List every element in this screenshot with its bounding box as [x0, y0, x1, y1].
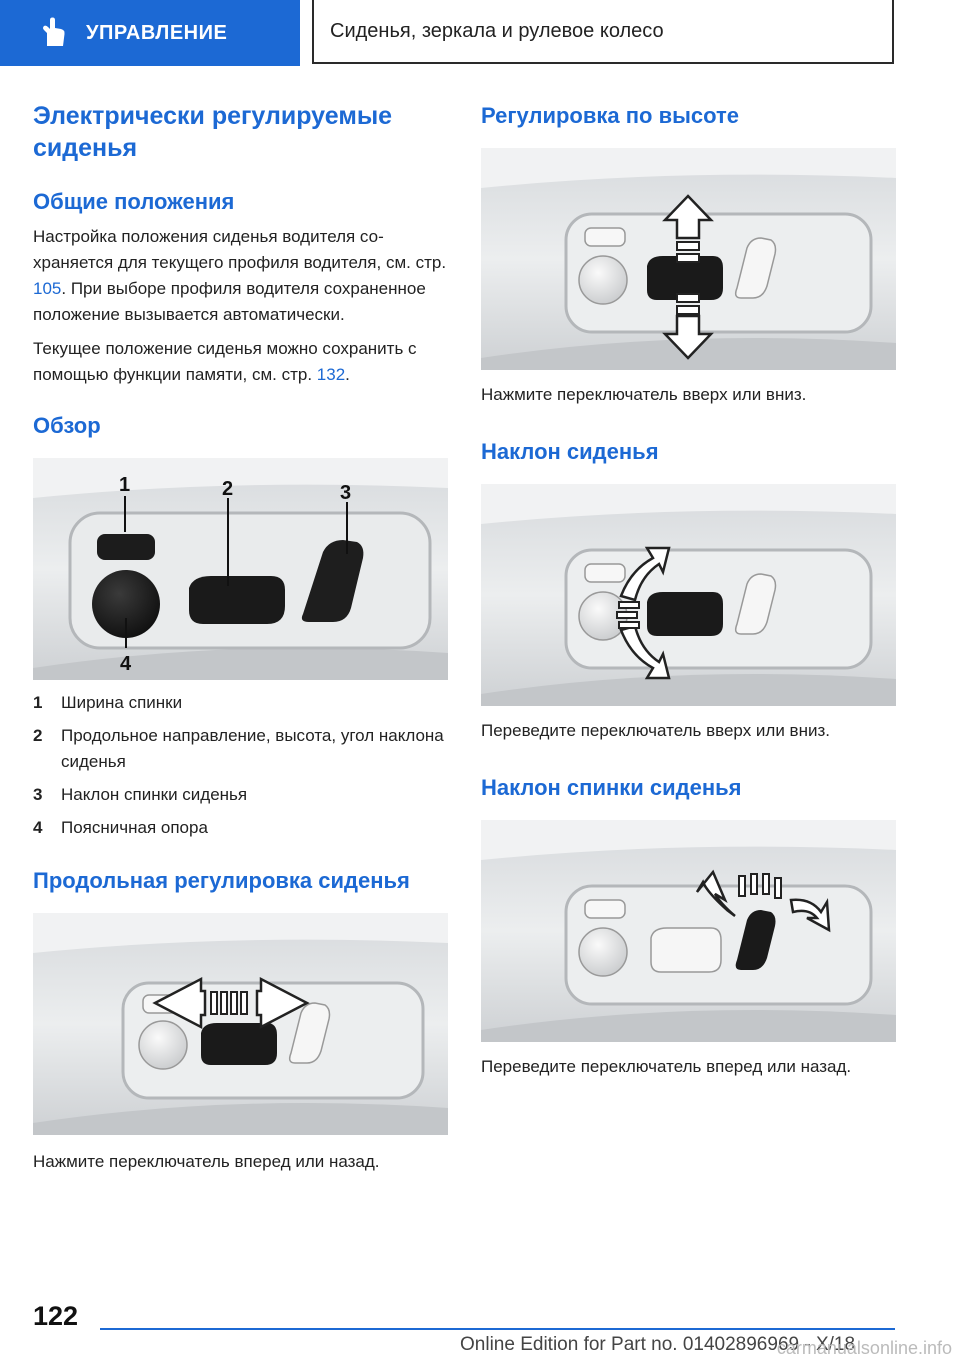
- backrest-width-switch: [97, 534, 155, 560]
- tilt-caption: Переведите переключатель вверх или вниз.: [481, 721, 830, 740]
- height-heading: Регулировка по высоте: [481, 103, 740, 128]
- watermark: carmanualsonline.info: [776, 1338, 952, 1358]
- callout-4: 4: [120, 653, 132, 675]
- page-title: Электрически регулируемые сиденья: [33, 102, 393, 162]
- longitudinal-adjust-figure: [33, 913, 448, 1135]
- edition-text: Online Edition for Part no. 01402896969 …: [460, 1334, 856, 1355]
- height-adjust-figure: [481, 148, 896, 370]
- section-label: УПРАВЛЕНИЕ: [86, 21, 228, 44]
- backrest-switch: [301, 540, 364, 622]
- callout-3: 3: [340, 482, 351, 504]
- pointing-hand-icon: [36, 16, 70, 50]
- backrest-tilt-figure: [481, 820, 896, 1042]
- lumbar-knob: [92, 570, 160, 638]
- left-column: Электрически регулируемые сиденья Общие …: [33, 100, 448, 1183]
- chapter-title: Сиденья, зеркала и рулевое колесо: [312, 0, 894, 64]
- backrest-heading: Наклон спинки сиденья: [481, 775, 742, 800]
- height-caption: Нажмите переключатель вверх или вниз.: [481, 385, 807, 404]
- overview-heading: Обзор: [33, 413, 101, 438]
- paragraph-memory: Текущее положение сиденья можно сохра­ни…: [33, 339, 417, 384]
- longitudinal-heading: Продольная регулировка сиденья: [33, 868, 410, 893]
- page-ref-link[interactable]: 132: [316, 365, 346, 384]
- longitudinal-caption: Нажмите переключатель вперед или назад.: [33, 1152, 380, 1171]
- callout-1: 1: [119, 474, 130, 496]
- paragraph-profile: Настройка положения сиденья водителя со­…: [33, 227, 447, 324]
- backrest-caption: Переведите переключатель вперед или наза…: [481, 1057, 852, 1076]
- seat-switch: [189, 576, 285, 624]
- seat-tilt-figure: [481, 484, 896, 706]
- general-heading: Общие положения: [33, 189, 235, 214]
- tilt-heading: Наклон сиденья: [481, 439, 659, 464]
- seat-controls-overview-figure: 1 2 3 4: [33, 458, 448, 680]
- callout-2: 2: [222, 478, 233, 500]
- page-ref-link[interactable]: 105: [33, 279, 62, 298]
- footer-divider: [100, 1328, 895, 1330]
- right-column: Регулировка по высоте Нажмите переключат…: [481, 100, 896, 1088]
- section-tab[interactable]: УПРАВЛЕНИЕ: [0, 0, 300, 66]
- page-number: 122: [33, 1301, 79, 1331]
